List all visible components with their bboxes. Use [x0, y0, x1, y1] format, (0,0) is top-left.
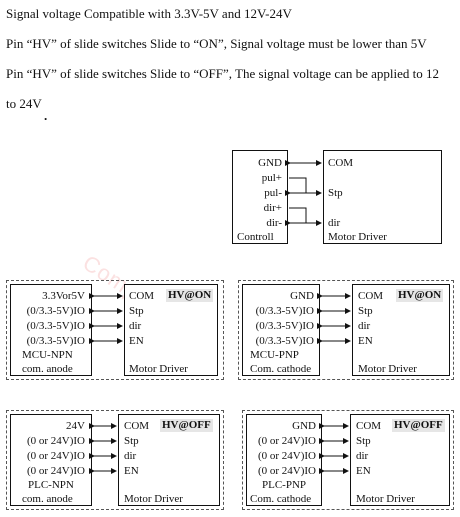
wire-pul-plus	[289, 177, 307, 193]
mcu-npn-subtitle: com. anode	[22, 363, 73, 375]
plc-pnp-driver-en: EN	[356, 465, 371, 477]
driver-pin-com: COM	[328, 157, 354, 169]
plc-pnp-driver-dir: dir	[356, 450, 369, 462]
mcu-npn-pin-4: (0/3.3-5V)IO	[26, 335, 85, 347]
plc-npn-frame	[6, 410, 224, 510]
controller-pin-pul-minus: pul-	[264, 187, 282, 199]
motor-driver-box	[323, 150, 442, 244]
mcu-pnp-driver-com: COM	[358, 290, 384, 302]
plc-pnp-box	[246, 414, 322, 506]
plc-npn-driver-title: Motor Driver	[124, 493, 183, 505]
controller-pin-dir-plus: dir+	[263, 202, 282, 214]
plc-pnp-subtitle: Com. cathode	[250, 493, 312, 505]
plc-npn-driver-com: COM	[124, 420, 150, 432]
plc-npn-driver-en: EN	[124, 465, 139, 477]
plc-npn-pin-4: (0 or 24V)IO	[26, 465, 85, 477]
intro-line-3: Pin “HV” of slide switches Slide to “OFF…	[6, 66, 440, 81]
mcu-pnp-driver-title: Motor Driver	[358, 363, 417, 375]
plc-npn-subtitle: com. anode	[22, 493, 73, 505]
plc-npn-box	[10, 414, 92, 506]
plc-npn-hv-badge: HV@OFF	[160, 419, 213, 432]
mcu-npn-driver-com: COM	[129, 290, 155, 302]
mcu-npn-driver-dir: dir	[129, 320, 142, 332]
mcu-npn-hv-badge: HV@ON	[166, 289, 214, 302]
mcu-npn-driver-stp: Stp	[129, 305, 144, 317]
plc-pnp-pin-1: GND	[292, 420, 316, 432]
mcu-pnp-driver-en: EN	[358, 335, 373, 347]
plc-npn-driver-stp: Stp	[124, 435, 139, 447]
plc-pnp-hv-badge: HV@OFF	[392, 419, 445, 432]
plc-npn-pin-1: 24V	[66, 420, 85, 432]
plc-pnp-pin-3: (0 or 24V)IO	[257, 450, 316, 462]
driver-pin-stp: Stp	[328, 187, 343, 199]
intro-line-1: Signal voltage Compatible with 3.3V-5V a…	[6, 6, 292, 21]
mcu-npn-pin-1: 3.3Vor5V	[42, 290, 85, 302]
mcu-pnp-pin-4: (0/3.3-5V)IO	[255, 335, 314, 347]
plc-npn-pin-2: (0 or 24V)IO	[26, 435, 85, 447]
wire-dir-plus	[289, 207, 307, 223]
mcu-pnp-driver-dir: dir	[358, 320, 371, 332]
mcu-npn-box	[10, 284, 92, 376]
mcu-pnp-pin-3: (0/3.3-5V)IO	[255, 320, 314, 332]
plc-pnp-driver-stp: Stp	[356, 435, 371, 447]
mcu-pnp-frame	[238, 280, 454, 380]
intro-line-2: Pin “HV” of slide switches Slide to “ON”…	[6, 36, 427, 51]
mcu-npn-pin-2: (0/3.3-5V)IO	[26, 305, 85, 317]
controller-pin-pul-plus: pul+	[261, 172, 282, 184]
mcu-npn-frame	[6, 280, 224, 380]
mcu-pnp-hv-badge: HV@ON	[396, 289, 444, 302]
plc-pnp-title: PLC-PNP	[262, 479, 307, 491]
plc-pnp-driver-com: COM	[356, 420, 382, 432]
controller-pin-gnd: GND	[258, 157, 282, 169]
mcu-pnp-driver-stp: Stp	[358, 305, 373, 317]
mcu-pnp-box	[242, 284, 320, 376]
plc-pnp-frame	[242, 410, 454, 510]
mcu-pnp-pin-2: (0/3.3-5V)IO	[255, 305, 314, 317]
bullet-dot: .	[44, 108, 48, 123]
controller-title: Controll	[237, 231, 274, 243]
mcu-pnp-title: MCU-PNP	[250, 349, 299, 361]
controller-box	[232, 150, 288, 244]
controller-pin-dir-minus: dir-	[266, 217, 282, 229]
mcu-pnp-subtitle: Com. cathode	[250, 363, 312, 375]
intro-line-4: to 24V	[6, 96, 42, 111]
mcu-npn-driver-title: Motor Driver	[129, 363, 188, 375]
driver-title: Motor Driver	[328, 231, 387, 243]
plc-npn-pin-3: (0 or 24V)IO	[26, 450, 85, 462]
mcu-pnp-pin-1: GND	[290, 290, 314, 302]
plc-pnp-driver-title: Motor Driver	[356, 493, 415, 505]
mcu-npn-title: MCU-NPN	[22, 349, 73, 361]
plc-npn-title: PLC-NPN	[28, 479, 74, 491]
plc-npn-driver-dir: dir	[124, 450, 137, 462]
plc-pnp-pin-4: (0 or 24V)IO	[257, 465, 316, 477]
mcu-npn-pin-3: (0/3.3-5V)IO	[26, 320, 85, 332]
driver-pin-dir: dir	[328, 217, 341, 229]
plc-pnp-pin-2: (0 or 24V)IO	[257, 435, 316, 447]
mcu-npn-driver-en: EN	[129, 335, 144, 347]
